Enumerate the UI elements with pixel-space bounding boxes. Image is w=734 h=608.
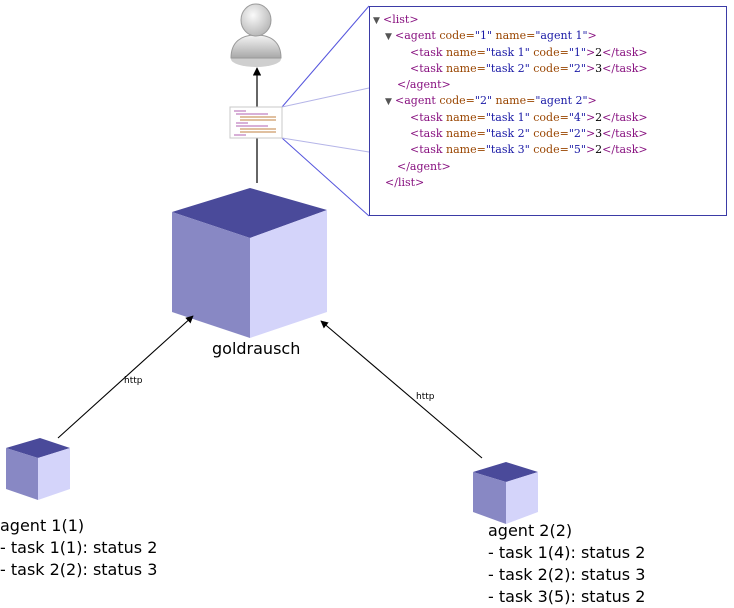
user-icon (230, 3, 282, 67)
xml-task-line: <task name="task 2" code="2">3</task> (410, 61, 648, 75)
xml-task-line: <task name="task 1" code="4">2</task> (410, 110, 648, 124)
xml-task-line: <task name="task 1" code="1">2</task> (410, 45, 648, 59)
expand-triangle-icon[interactable]: ▼ (373, 16, 380, 26)
agent-1-task-1: - task 1(1): status 2 (0, 538, 158, 557)
agent-2-title: agent 2(2) (488, 521, 573, 540)
xml-task-line: <task name="task 3" code="5">2</task> (410, 143, 648, 157)
agent-1-task-2: - task 2(2): status 3 (0, 560, 158, 579)
zoom-lines (281, 5, 370, 217)
xml-agent-open: ▼<agent code="2" name="agent 2"> (370, 93, 726, 109)
http-arrow-agent-1 (57, 315, 194, 439)
agent-1-cube-icon (6, 438, 70, 500)
xml-thumbnail-icon (229, 106, 283, 139)
agent-1-title: agent 1(1) (0, 516, 85, 535)
server-label: goldrausch (212, 339, 301, 358)
agent-2-task-3: - task 3(5): status 2 (488, 587, 646, 606)
http-label-left: http (124, 376, 143, 386)
agent-2-task-1: - task 1(4): status 2 (488, 543, 646, 562)
http-arrow-agent-2 (320, 320, 483, 459)
xml-detail-panel: ▼<list> ▼<agent code="1" name="agent 1">… (369, 6, 727, 216)
xml-task-line: <task name="task 2" code="2">3</task> (410, 127, 648, 141)
xml-agent-open: ▼<agent code="1" name="agent 1"> (370, 28, 726, 44)
xml-agent-close: </agent> (397, 78, 451, 92)
agent-2-info: agent 2(2) - task 1(4): status 2 - task … (488, 520, 645, 608)
server-cube-icon (172, 188, 327, 338)
xml-list-close: </list> (385, 175, 425, 189)
agent-2-cube-icon (473, 462, 538, 524)
xml-agent-close: </agent> (397, 159, 451, 173)
agent-2-task-2: - task 2(2): status 3 (488, 565, 646, 584)
http-label-right: http (416, 392, 435, 402)
expand-triangle-icon[interactable]: ▼ (385, 97, 392, 108)
expand-triangle-icon[interactable]: ▼ (385, 32, 392, 43)
agent-1-info: agent 1(1) - task 1(1): status 2 - task … (0, 515, 157, 581)
xml-list-open: ▼<list> (370, 12, 726, 28)
